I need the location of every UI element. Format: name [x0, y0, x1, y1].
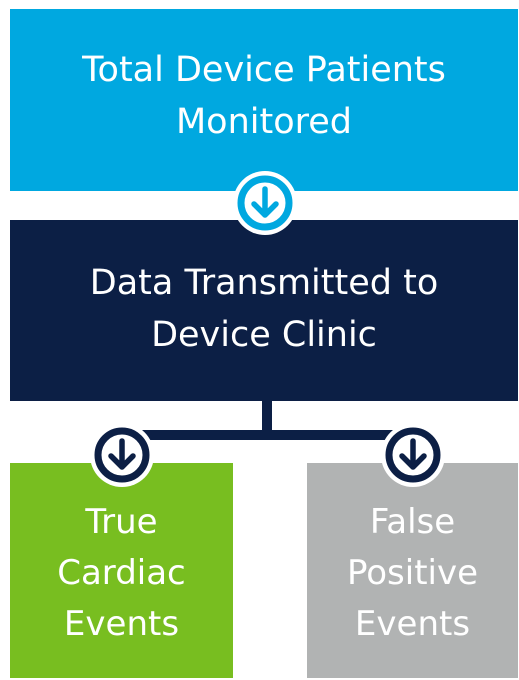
connector-stem [262, 401, 272, 435]
true-cardiac-events-box: True Cardiac Events [10, 463, 233, 678]
false-positive-events-box: False Positive Events [307, 463, 518, 678]
true-cardiac-events-label: True Cardiac Events [57, 502, 186, 644]
total-patients-label: Total Device Patients Monitored [82, 50, 446, 142]
connector-crossbar [122, 430, 416, 440]
branch-connector [122, 401, 416, 440]
total-patients-box: Total Device Patients Monitored [10, 9, 518, 191]
data-transmitted-box: Data Transmitted to Device Clinic [10, 220, 518, 401]
false-positive-events-label: False Positive Events [346, 502, 479, 644]
data-transmitted-label: Data Transmitted to Device Clinic [89, 262, 439, 355]
